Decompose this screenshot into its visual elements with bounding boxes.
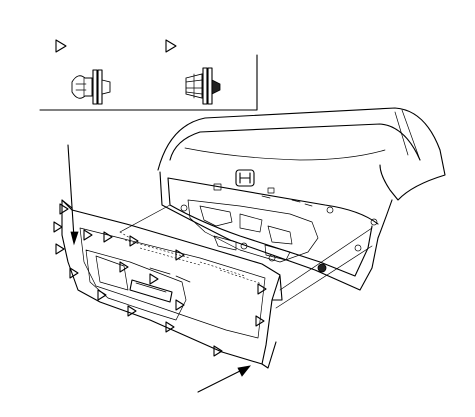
triangle-pointer-icon [69, 267, 79, 279]
honda-h-emblem [235, 169, 255, 187]
retainer-type-clip-icon [185, 67, 221, 105]
triangle-pointer-icon [83, 229, 93, 241]
leader-lines [67, 144, 373, 393]
tailgate-hole [317, 263, 327, 273]
triangle-pointer-icon [213, 345, 223, 357]
removal-arrow-line [67, 144, 75, 239]
trim-handle-recess [129, 279, 173, 303]
clip-position-markers [53, 203, 267, 357]
triangle-pointer-icon [165, 321, 175, 333]
tailgate-window-frame [157, 107, 446, 201]
tailgate-inner-recess [187, 199, 319, 263]
tailgate-trim-panel [53, 199, 283, 369]
triangle-pointer-icon [255, 315, 265, 327]
inset-frame [39, 54, 258, 111]
triangle-pointer-icon [129, 235, 139, 247]
triangle-pointer-icon [53, 221, 63, 233]
arrow-head-icon [237, 365, 251, 377]
trim-pocket [85, 249, 187, 321]
arrow-head-icon [70, 231, 79, 246]
triangle-pointer-icon [59, 203, 69, 215]
triangle-pointer-icon [55, 243, 65, 255]
inset-clip-2 [165, 39, 221, 105]
removal-arrow-line [197, 367, 247, 393]
alignment-leader [275, 245, 373, 309]
triangle-pointer-icon [55, 39, 67, 53]
tailgate-body [157, 107, 446, 291]
tailgate-glass-edge [169, 123, 421, 161]
pin-type-clip-icon [71, 69, 111, 105]
triangle-pointer-icon [175, 299, 185, 311]
tailgate-lower-panel [159, 171, 393, 291]
triangle-pointer-icon [103, 231, 113, 243]
triangle-pointer-icon [97, 289, 107, 301]
triangle-pointer-icon [165, 39, 177, 53]
triangle-pointer-icon [175, 249, 185, 261]
triangle-pointer-icon [257, 283, 267, 295]
inset-clip-1 [55, 39, 111, 105]
triangle-pointer-icon [149, 273, 159, 285]
trim-panel-outline [61, 199, 281, 365]
triangle-pointer-icon [119, 261, 129, 273]
alignment-leader [279, 227, 373, 291]
triangle-pointer-icon [127, 305, 137, 317]
clip-detail-inset [39, 39, 258, 111]
